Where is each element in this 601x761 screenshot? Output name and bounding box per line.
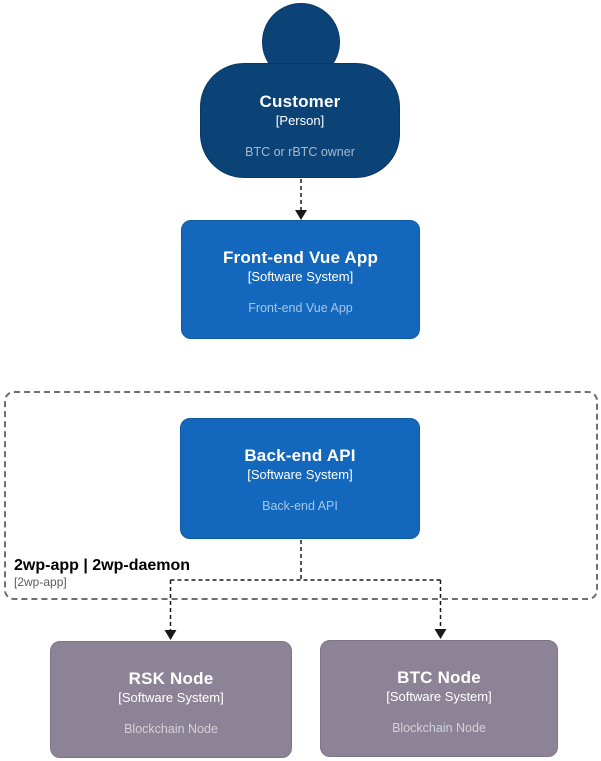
node-frontend-description: Front-end Vue App	[248, 301, 353, 315]
node-btc-node: BTC Node [Software System] Blockchain No…	[320, 640, 558, 757]
node-rsk-title: RSK Node	[128, 669, 214, 688]
arrowhead-customer-frontend	[295, 210, 307, 220]
node-customer: Customer [Person] BTC or rBTC owner	[200, 63, 400, 178]
node-rsk-type: [Software System]	[118, 690, 224, 705]
node-customer-title: Customer	[259, 92, 341, 111]
boundary-subtitle: [2wp-app]	[14, 575, 67, 589]
arrowhead-backend-btc	[434, 629, 447, 639]
boundary-2wp-app: 2wp-app | 2wp-daemon [2wp-app]	[4, 391, 598, 600]
node-btc-description: Blockchain Node	[392, 721, 486, 735]
boundary-title: 2wp-app | 2wp-daemon	[14, 557, 191, 574]
node-backend-title: Back-end API	[244, 446, 356, 465]
node-btc-type: [Software System]	[386, 689, 492, 704]
node-frontend-vue-app: Front-end Vue App [Software System] Fron…	[181, 220, 420, 339]
node-rsk-description: Blockchain Node	[124, 722, 218, 736]
node-backend-description: Back-end API	[262, 499, 338, 513]
node-customer-description: BTC or rBTC owner	[245, 145, 355, 159]
node-backend-api: Back-end API [Software System] Back-end …	[180, 418, 420, 539]
node-frontend-title: Front-end Vue App	[222, 248, 379, 267]
node-backend-type: [Software System]	[247, 467, 353, 482]
arrowhead-backend-rsk	[164, 630, 177, 640]
node-rsk-node: RSK Node [Software System] Blockchain No…	[50, 641, 292, 758]
node-btc-title: BTC Node	[397, 668, 481, 687]
node-customer-type: [Person]	[275, 113, 325, 128]
boundary-label: 2wp-app | 2wp-daemon [2wp-app]	[14, 556, 190, 590]
node-frontend-type: [Software System]	[247, 269, 354, 284]
